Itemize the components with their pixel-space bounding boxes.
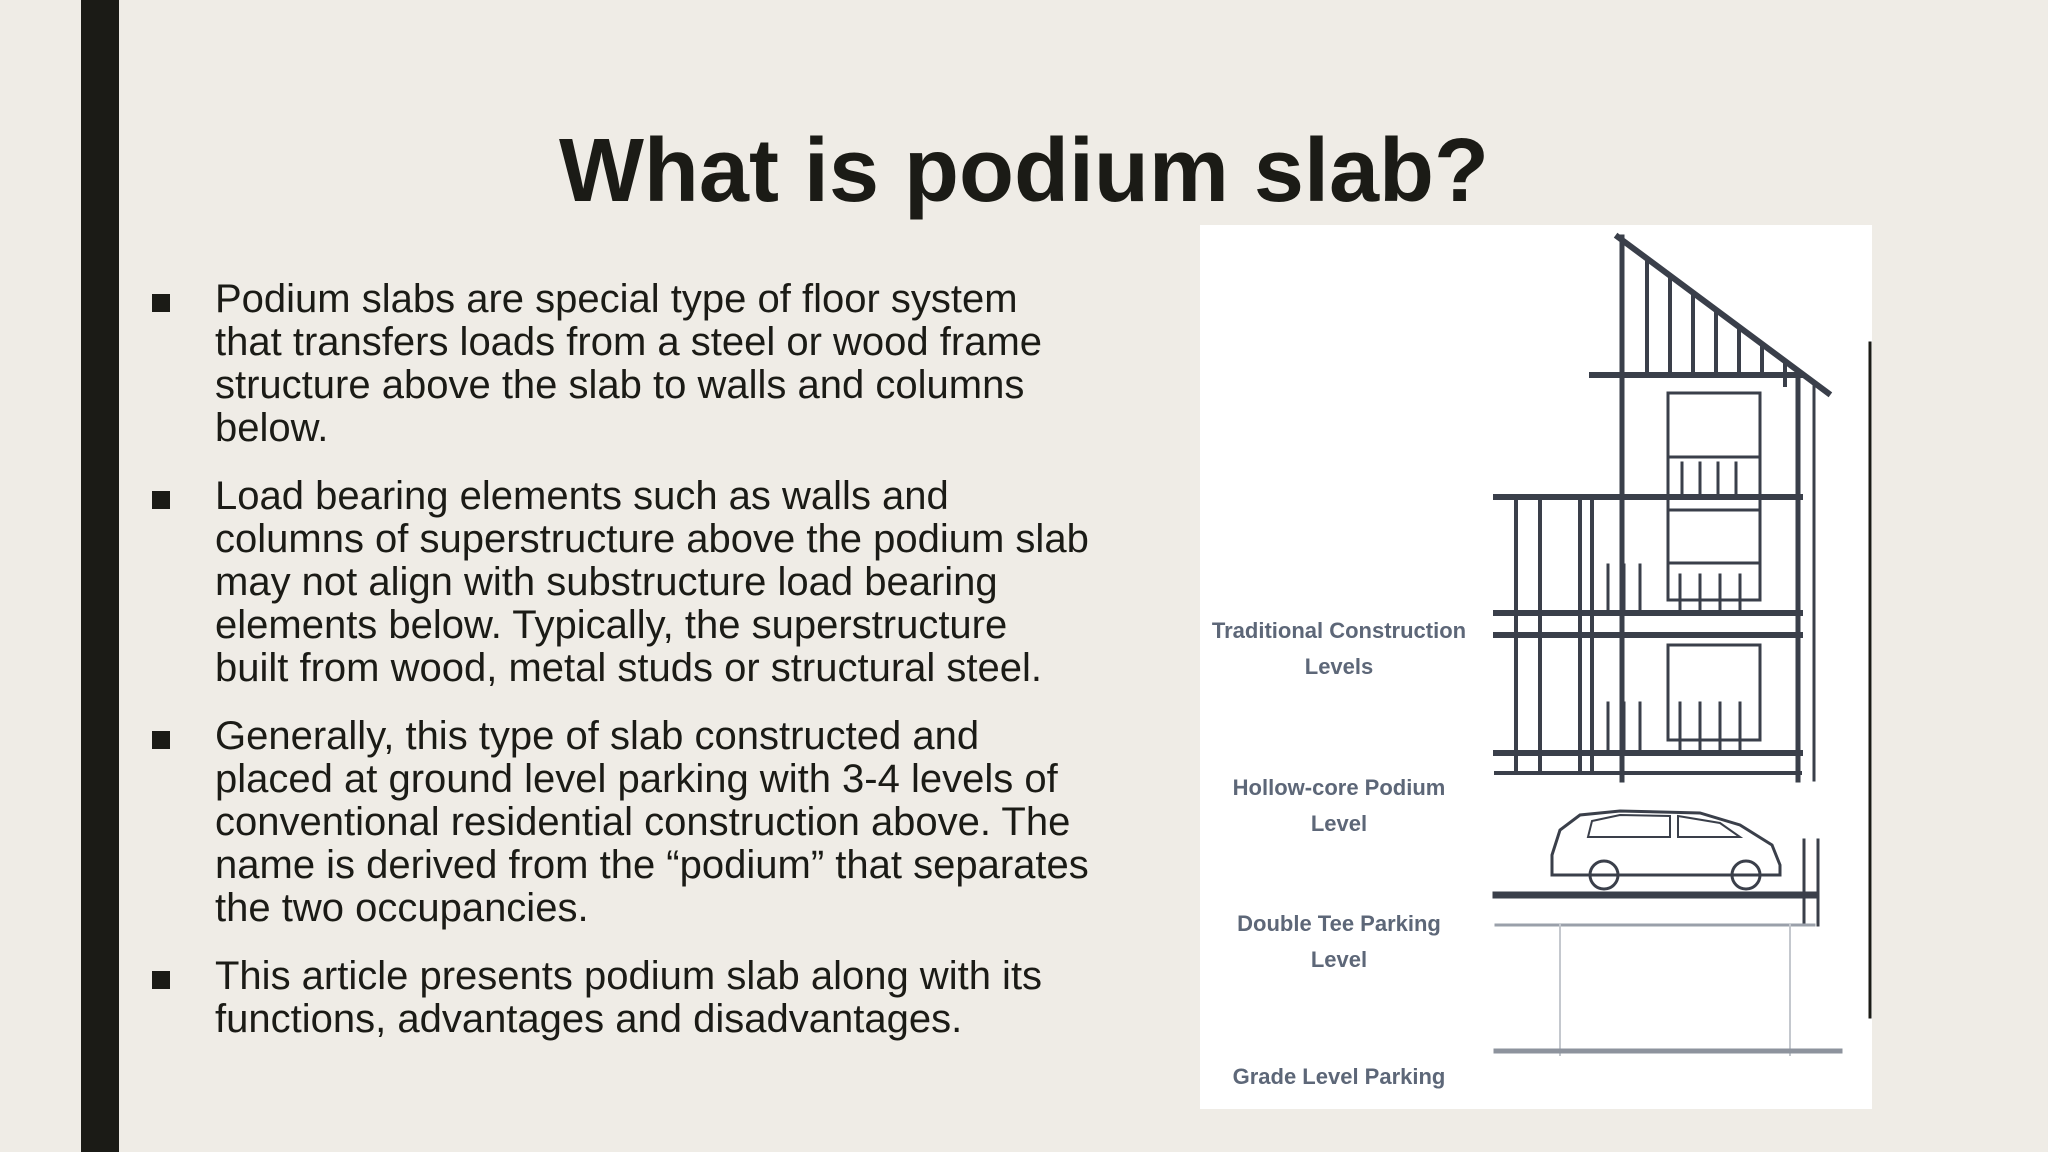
- slide-title: What is podium slab?: [558, 121, 1489, 221]
- bullet-item: Podium slabs are special type of floor s…: [150, 278, 1090, 450]
- label-grade-level-parking: Grade Level Parking: [1232, 1064, 1446, 1089]
- building-section-drawing: [1492, 232, 1872, 1056]
- label-hollow-core-podium-level: Hollow-core Podium Level: [1232, 775, 1446, 836]
- left-accent-bar: [81, 0, 119, 1152]
- square-bullet-icon: [152, 971, 170, 989]
- bullet-item: Generally, this type of slab constructed…: [150, 715, 1090, 930]
- label-double-tee-parking-level: Double Tee Parking Level: [1237, 911, 1441, 972]
- bullet-item: This article presents podium slab along …: [150, 955, 1090, 1041]
- square-bullet-icon: [152, 491, 170, 509]
- bullet-text: Podium slabs are special type of floor s…: [215, 277, 1043, 450]
- bullet-text: Load bearing elements such as walls and …: [215, 474, 1089, 690]
- square-bullet-icon: [152, 731, 170, 749]
- bullet-text: This article presents podium slab along …: [215, 954, 1043, 1041]
- podium-building-diagram: Traditional Construction Levels Hollow-c…: [1200, 225, 1872, 1109]
- bullet-list: Podium slabs are special type of floor s…: [150, 278, 1090, 1066]
- bullet-text: Generally, this type of slab constructed…: [215, 714, 1089, 930]
- label-traditional-construction-levels: Traditional Construction Levels: [1211, 618, 1467, 679]
- bullet-item: Load bearing elements such as walls and …: [150, 475, 1090, 690]
- square-bullet-icon: [152, 294, 170, 312]
